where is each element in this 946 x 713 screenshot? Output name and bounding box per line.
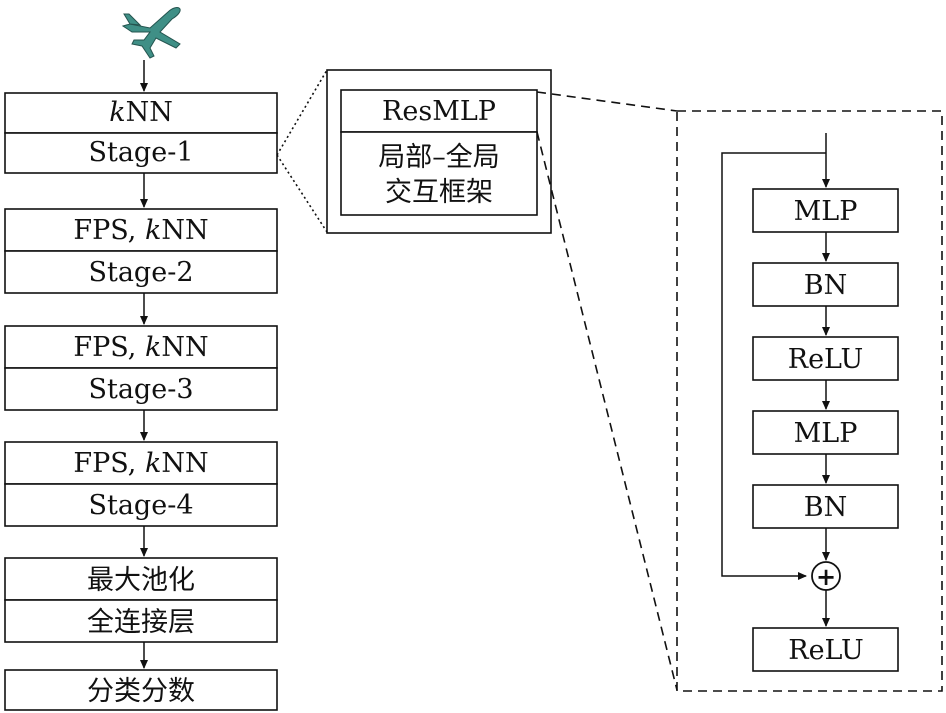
resmlp-layer-box-1 [752,188,899,233]
final-relu-label: ReLU [788,635,864,666]
zoom-box-stage: ResMLP 局部–全局 交互框架 [326,69,552,234]
stage-2-block: FPS, kNN Stage-2 [4,208,278,294]
skip-connection [721,152,826,580]
resmlp-detail-box: MLP BN ReLU MLP BN + ReLU [676,110,943,692]
stage-1-label: Stage-1 [88,137,193,168]
resmlp-layer-box-5 [752,484,899,529]
stage-1-block: kNN Stage-1 [4,92,278,174]
stage-3-label: Stage-3 [88,374,193,405]
stage-4-block: FPS, kNN Stage-4 [4,441,278,527]
stage-2-label: Stage-2 [88,257,193,288]
zoom-line-top [276,69,328,156]
resmlp-layer-label-4: MLP [794,418,858,449]
fc-layer-label: 全连接层 [87,607,195,638]
stage-1-op: kNN [109,97,173,128]
output-label: 分类分数 [87,676,195,707]
stage-4-op: FPS, kNN [73,448,208,479]
resmlp-layer-label-3: ReLU [788,344,864,375]
resmlp-layers: MLP BN ReLU MLP BN [752,188,899,561]
zoom-line-bottom [276,154,328,233]
resmlp-layer-label-1: MLP [794,196,858,227]
max-pool-label: 最大池化 [87,565,195,596]
stage-3-block: FPS, kNN Stage-3 [4,325,278,411]
final-relu-box [752,627,899,672]
zoom-line-resmlp-top [536,91,678,112]
resmlp-title: ResMLP [382,96,496,127]
add-symbol: + [816,562,836,591]
local-global-line2: 交互框架 [385,177,493,208]
stage-3-op: FPS, kNN [73,332,208,363]
stage-2-op: FPS, kNN [73,215,208,246]
output-block: 分类分数 [4,669,278,711]
resmlp-layer-label-2: BN [804,270,847,301]
local-global-line1: 局部–全局 [378,142,500,173]
pool-fc-block: 最大池化 全连接层 [4,557,278,643]
stage-4-label: Stage-4 [88,490,193,521]
resmlp-layer-box-4 [752,410,899,455]
zoom-line-resmlp-bottom [536,131,678,691]
resmlp-layer-box-3 [752,336,899,381]
airplane-icon [121,7,181,59]
resmlp-layer-label-5: BN [804,492,847,523]
